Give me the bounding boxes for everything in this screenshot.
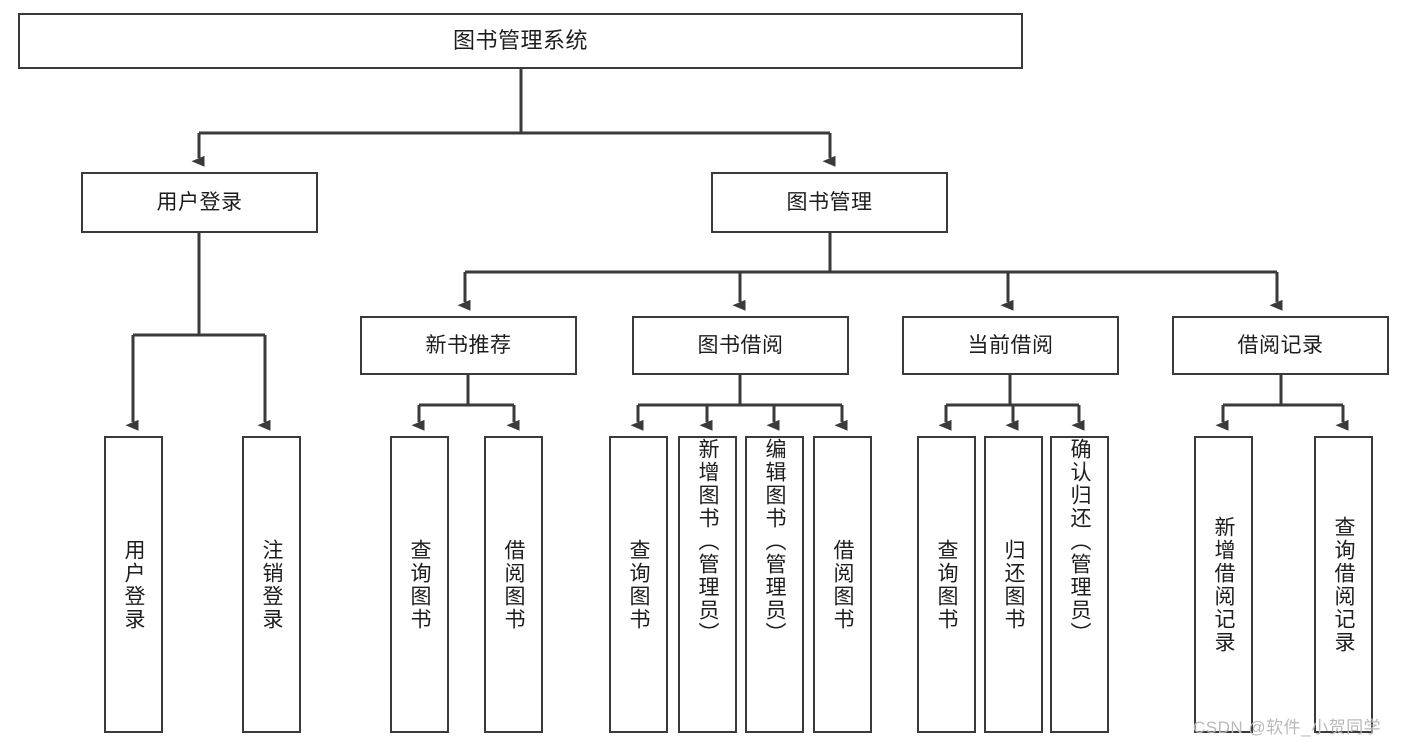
node-user-login-label: 用户登录 (156, 190, 243, 214)
node-leaf-query-book-2[interactable]: 查询图书 (609, 436, 668, 733)
node-leaf-edit-book[interactable]: 编辑图书（管理员） (745, 436, 804, 733)
node-current-borrow[interactable]: 当前借阅 (902, 316, 1119, 375)
node-book-manage[interactable]: 图书管理 (711, 172, 948, 233)
node-leaf-query-book-1[interactable]: 查询图书 (390, 436, 449, 733)
node-leaf-query-book-1-label: 查询图书 (408, 538, 431, 631)
node-book-manage-label: 图书管理 (786, 190, 873, 214)
node-leaf-add-book-label: 新增图书（管理员） (696, 438, 719, 645)
node-leaf-query-book-2-label: 查询图书 (627, 538, 650, 631)
node-leaf-borrow-book-1-label: 借阅图书 (502, 538, 525, 631)
node-leaf-query-record[interactable]: 查询借阅记录 (1314, 436, 1373, 733)
node-leaf-logout-login[interactable]: 注销登录 (242, 436, 301, 733)
csdn-watermark: CSDN @软件_小贺同学 (1193, 718, 1382, 737)
node-leaf-user-login-label: 用户登录 (122, 538, 145, 631)
node-leaf-return-book-label: 归还图书 (1002, 538, 1025, 631)
node-leaf-query-book-3[interactable]: 查询图书 (917, 436, 976, 733)
node-root-label: 图书管理系统 (452, 27, 588, 53)
node-leaf-confirm-return[interactable]: 确认归还（管理员） (1050, 436, 1109, 733)
node-leaf-query-book-3-label: 查询图书 (935, 538, 958, 631)
node-borrow-record[interactable]: 借阅记录 (1172, 316, 1389, 375)
node-new-book-recommend[interactable]: 新书推荐 (360, 316, 577, 375)
node-leaf-query-record-label: 查询借阅记录 (1332, 515, 1355, 654)
node-new-book-recommend-label: 新书推荐 (425, 333, 512, 357)
node-leaf-add-book[interactable]: 新增图书（管理员） (678, 436, 737, 733)
node-leaf-confirm-return-label: 确认归还（管理员） (1068, 438, 1091, 645)
node-leaf-edit-book-label: 编辑图书（管理员） (763, 438, 786, 645)
node-leaf-borrow-book-2[interactable]: 借阅图书 (813, 436, 872, 733)
node-leaf-return-book[interactable]: 归还图书 (984, 436, 1043, 733)
node-leaf-logout-login-label: 注销登录 (260, 538, 283, 631)
node-root[interactable]: 图书管理系统 (18, 13, 1023, 69)
node-book-borrow[interactable]: 图书借阅 (632, 316, 849, 375)
node-leaf-add-record-label: 新增借阅记录 (1212, 515, 1235, 654)
node-book-borrow-label: 图书借阅 (697, 333, 784, 357)
node-current-borrow-label: 当前借阅 (967, 333, 1054, 357)
node-user-login[interactable]: 用户登录 (81, 172, 318, 233)
node-leaf-add-record[interactable]: 新增借阅记录 (1194, 436, 1253, 733)
node-leaf-user-login[interactable]: 用户登录 (104, 436, 163, 733)
node-leaf-borrow-book-1[interactable]: 借阅图书 (484, 436, 543, 733)
node-borrow-record-label: 借阅记录 (1237, 333, 1324, 357)
node-leaf-borrow-book-2-label: 借阅图书 (831, 538, 854, 631)
